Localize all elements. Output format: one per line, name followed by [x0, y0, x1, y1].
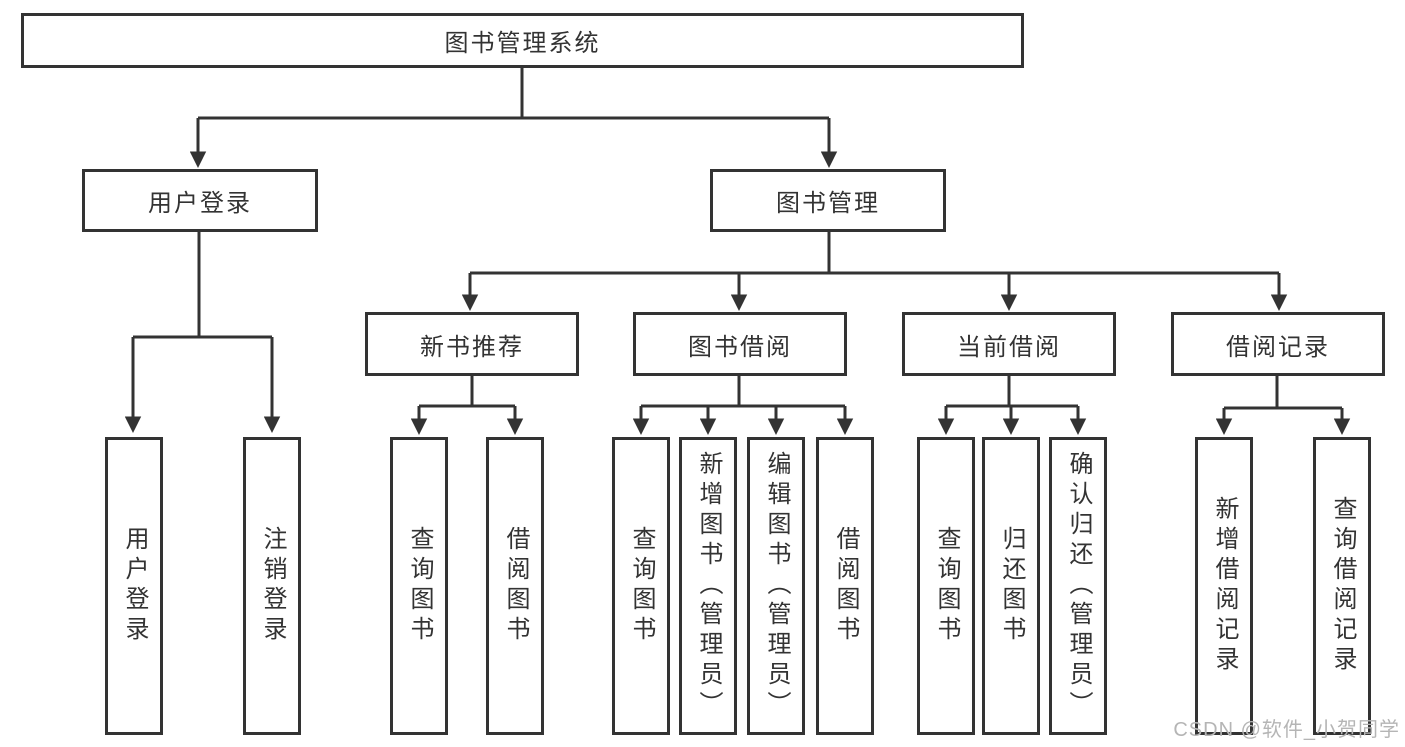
node-label: 用户登录 — [148, 190, 252, 217]
leaf-query-books-current: 查询图书 — [917, 437, 975, 735]
connector-current-borrow-children — [937, 376, 1087, 435]
leaf-confirm-return-admin: 确认归还（管理员） — [1049, 437, 1107, 735]
node-user-login: 用户登录 — [82, 169, 318, 232]
node-label: 当前借阅 — [957, 333, 1061, 361]
connector-new-book-recommend-children — [410, 376, 524, 435]
node-label: 借阅图书 — [832, 526, 859, 646]
connector-user-login-children — [124, 232, 281, 433]
leaf-add-books-admin: 新增图书（管理员） — [679, 437, 737, 735]
node-label: 图书管理 — [776, 190, 880, 217]
node-label: 归还图书 — [998, 526, 1025, 646]
leaf-edit-books-admin: 编辑图书（管理员） — [747, 437, 805, 735]
node-book-borrow: 图书借阅 — [633, 312, 847, 376]
node-label: 查询图书 — [933, 526, 960, 646]
leaf-logout: 注销登录 — [243, 437, 301, 735]
node-label: 确认归还（管理员） — [1065, 451, 1092, 721]
node-label: 查询图书 — [628, 526, 655, 646]
node-label: 编辑图书（管理员） — [763, 451, 790, 721]
leaf-borrow-books-recommend: 借阅图书 — [486, 437, 544, 735]
node-label: 图书借阅 — [688, 333, 792, 361]
node-new-book-recommend: 新书推荐 — [365, 312, 579, 376]
leaf-return-books: 归还图书 — [982, 437, 1040, 735]
node-label: 注销登录 — [259, 526, 286, 646]
leaf-borrow-books: 借阅图书 — [816, 437, 874, 735]
node-label: 新书推荐 — [420, 333, 524, 361]
node-library-management-system: 图书管理系统 — [21, 13, 1024, 68]
leaf-query-books-borrow: 查询图书 — [612, 437, 670, 735]
node-label: 图书管理系统 — [444, 30, 601, 57]
connector-book-management-children — [461, 232, 1288, 311]
node-label: 查询借阅记录 — [1329, 496, 1356, 676]
node-label: 新增借阅记录 — [1211, 496, 1238, 676]
node-label: 借阅图书 — [502, 526, 529, 646]
leaf-query-books-recommend: 查询图书 — [390, 437, 448, 735]
node-book-management: 图书管理 — [710, 169, 946, 232]
node-label: 查询图书 — [406, 526, 433, 646]
leaf-add-borrow-record: 新增借阅记录 — [1195, 437, 1253, 735]
leaf-user-login: 用户登录 — [105, 437, 163, 735]
node-current-borrow: 当前借阅 — [902, 312, 1116, 376]
node-label: 借阅记录 — [1226, 333, 1330, 361]
leaf-query-borrow-record: 查询借阅记录 — [1313, 437, 1371, 735]
csdn-watermark: CSDN @软件_小贺同学 — [1173, 719, 1400, 741]
connector-borrow-records-children — [1215, 376, 1351, 435]
node-borrow-records: 借阅记录 — [1171, 312, 1385, 376]
connector-root-to-level2 — [189, 68, 838, 168]
node-label: 新增图书（管理员） — [695, 451, 722, 721]
connector-book-borrow-children — [632, 376, 854, 435]
node-label: 用户登录 — [121, 526, 148, 646]
